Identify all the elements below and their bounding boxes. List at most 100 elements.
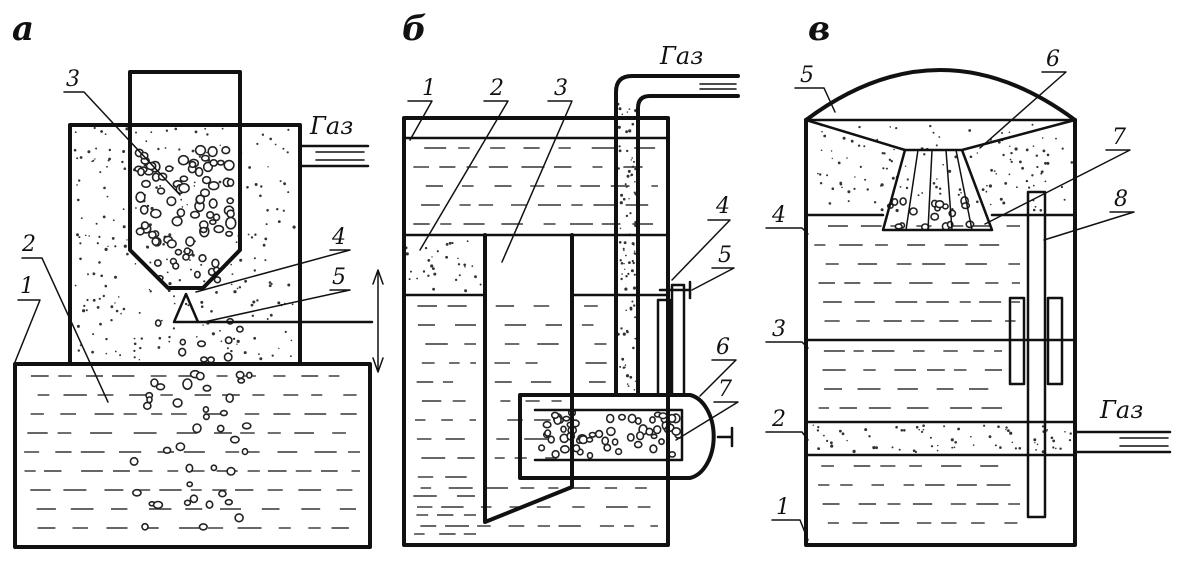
gas-speckle [104, 133, 107, 136]
gas-speckle [629, 306, 633, 310]
gas-speckle [261, 133, 265, 136]
solid-granule [179, 338, 187, 346]
gas-speckle [820, 149, 823, 152]
gas-speckle [287, 191, 290, 194]
gas-speckle [620, 262, 624, 265]
solid-granule [634, 417, 642, 425]
solid-granule [202, 413, 210, 421]
gas-speckle [999, 446, 1002, 449]
gas-speckle [634, 181, 636, 183]
gas-speckle [1010, 151, 1013, 155]
gas-speckle [215, 291, 218, 294]
gas-speckle [98, 235, 101, 238]
gas-speckle [431, 256, 433, 258]
gas-speckle [633, 252, 636, 255]
gas-speckle [903, 429, 906, 432]
panel-b-leader-5 [691, 267, 735, 291]
solid-granule [140, 221, 150, 230]
panel-a-leader-2 [21, 257, 109, 403]
gas-speckle [93, 126, 96, 130]
gas-speckle [1018, 447, 1022, 450]
gas-speckle [133, 337, 136, 340]
solid-granule [176, 208, 186, 218]
gas-speckle [817, 172, 819, 175]
gas-speckle [174, 127, 178, 131]
gas-speckle [122, 307, 126, 311]
gas-speckle [94, 158, 96, 160]
gas-speckle [627, 385, 630, 387]
gas-speckle [1039, 209, 1043, 212]
solid-granule [193, 270, 201, 279]
gas-speckle [881, 152, 884, 155]
panel-b-tray [533, 408, 684, 462]
gas-speckle [841, 186, 843, 189]
gas-speckle [463, 263, 467, 267]
solid-granule [164, 165, 174, 173]
gas-speckle [900, 429, 904, 432]
gas-speckle [157, 147, 160, 151]
gas-speckle [264, 237, 268, 241]
gas-speckle [258, 353, 260, 355]
solid-granule [177, 154, 190, 166]
panel-c-leader-5 [794, 87, 836, 113]
gas-speckle [1033, 438, 1037, 442]
panel-b-reaction-chamber [518, 393, 716, 480]
solid-granule [198, 254, 207, 263]
gas-speckle [180, 198, 183, 201]
gas-speckle [1010, 160, 1013, 163]
gas-speckle [631, 300, 634, 303]
gas-speckle [230, 263, 232, 266]
gas-speckle [265, 223, 268, 226]
gas-speckle [921, 192, 924, 194]
gas-speckle [879, 185, 882, 187]
gas-speckle [133, 342, 137, 346]
panel-c-label-2: 2 [771, 407, 786, 432]
gas-speckle [145, 140, 148, 143]
gas-speckle [1014, 147, 1018, 151]
gas-speckle [899, 186, 902, 188]
gas-speckle [1008, 131, 1011, 134]
gas-speckle [880, 183, 884, 187]
gas-speckle [232, 337, 236, 340]
gas-speckle [256, 299, 259, 302]
solid-granule [603, 443, 612, 452]
panel-c-label-7: 7 [1112, 125, 1126, 150]
solid-granule [206, 211, 215, 220]
panel-b-label-3: 3 [554, 76, 568, 101]
gas-speckle [82, 309, 86, 313]
gas-speckle [620, 277, 623, 281]
solid-granule [172, 398, 183, 408]
gas-speckle [853, 187, 856, 190]
gas-speckle [168, 340, 171, 343]
gas-speckle [427, 274, 430, 277]
gas-speckle [1008, 173, 1011, 176]
panel-a-liquid-tank [13, 362, 372, 549]
gas-speckle [173, 295, 175, 298]
solid-granule [162, 446, 172, 454]
panel-a-leader-5 [203, 289, 351, 323]
gas-speckle [73, 148, 77, 152]
gas-speckle [839, 182, 843, 186]
gas-speckle [100, 130, 103, 133]
gas-speckle [997, 425, 1000, 429]
gas-speckle [287, 283, 291, 287]
solid-granule [154, 319, 162, 327]
gas-speckle [823, 134, 827, 138]
panel-b: б Газ 1 2 3 4 5 6 7 [402, 9, 740, 547]
solid-granule [224, 498, 234, 506]
panel-b-label-2: 2 [489, 76, 504, 101]
gas-speckle [1069, 432, 1072, 435]
gas-speckle [115, 309, 119, 313]
solid-granule [649, 444, 658, 454]
solid-granule [137, 167, 145, 177]
gas-speckle [278, 347, 280, 350]
gas-speckle [864, 178, 867, 181]
gas-speckle [230, 349, 233, 353]
gas-speckle [250, 303, 254, 307]
gas-speckle [633, 273, 636, 276]
solid-granule [246, 371, 253, 379]
gas-speckle [906, 178, 909, 181]
gas-speckle [619, 201, 623, 205]
gas-speckle [76, 184, 78, 186]
gas-speckle [99, 171, 102, 174]
